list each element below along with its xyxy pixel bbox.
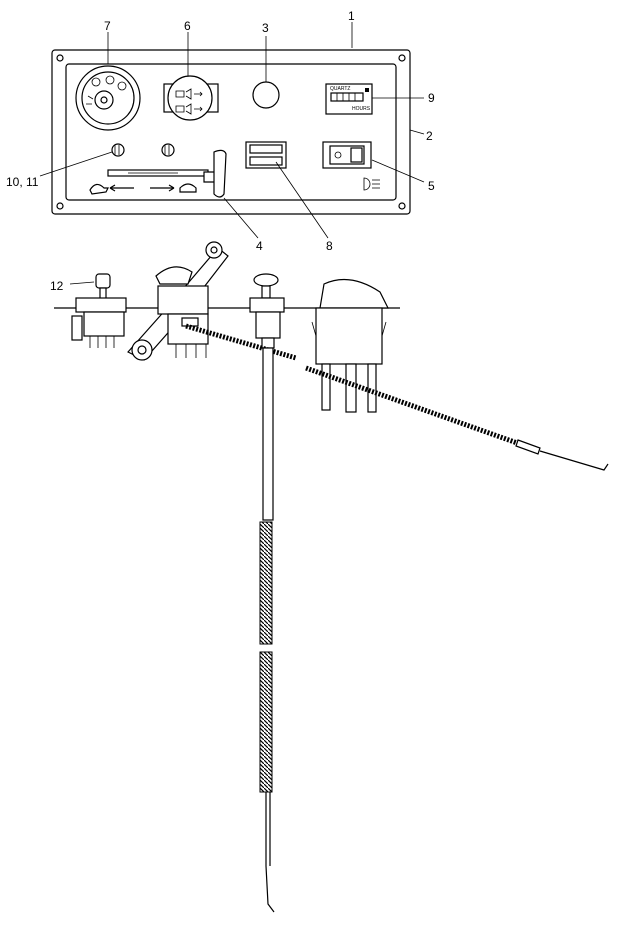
- hare-icon: [179, 183, 197, 193]
- choke-knob-assembly: [249, 273, 285, 349]
- ignition-switch-body: [71, 297, 127, 348]
- choke-cable: [259, 347, 275, 913]
- rocker-switch-body: [311, 278, 389, 413]
- callout-1: 1: [348, 9, 355, 23]
- callout-10-11: 10, 11: [6, 175, 39, 189]
- indicator-light: [252, 81, 280, 109]
- callout-5: 5: [428, 179, 435, 193]
- headlight-icon: [363, 177, 380, 191]
- rocker-switch: [322, 141, 380, 191]
- callout-8: 8: [326, 239, 333, 253]
- screw-left: [111, 143, 125, 157]
- throttle-cable: [185, 323, 609, 471]
- callout-4: 4: [256, 239, 263, 253]
- callout-3: 3: [262, 21, 269, 35]
- callout-12: 12: [50, 279, 64, 293]
- hour-meter-unit: HOURS: [352, 106, 371, 112]
- throttle-control: [89, 149, 227, 198]
- callout-6: 6: [184, 19, 191, 33]
- callout-2: 2: [426, 129, 433, 143]
- hour-meter: QUARTZ HOURS: [325, 83, 373, 115]
- ignition-switch: [75, 65, 141, 131]
- ignition-key: [95, 273, 111, 303]
- throttle-lever-assembly: [127, 241, 229, 361]
- turtle-icon: [89, 183, 109, 195]
- callout-9: 9: [428, 91, 435, 105]
- screw-right: [161, 143, 175, 157]
- hour-meter-brand: QUARTZ: [330, 86, 350, 92]
- control-panel: [51, 49, 411, 215]
- light-switch: [163, 75, 219, 121]
- fuse-block: [245, 141, 287, 169]
- callout-leaders: [39, 22, 425, 285]
- callout-7: 7: [104, 19, 111, 33]
